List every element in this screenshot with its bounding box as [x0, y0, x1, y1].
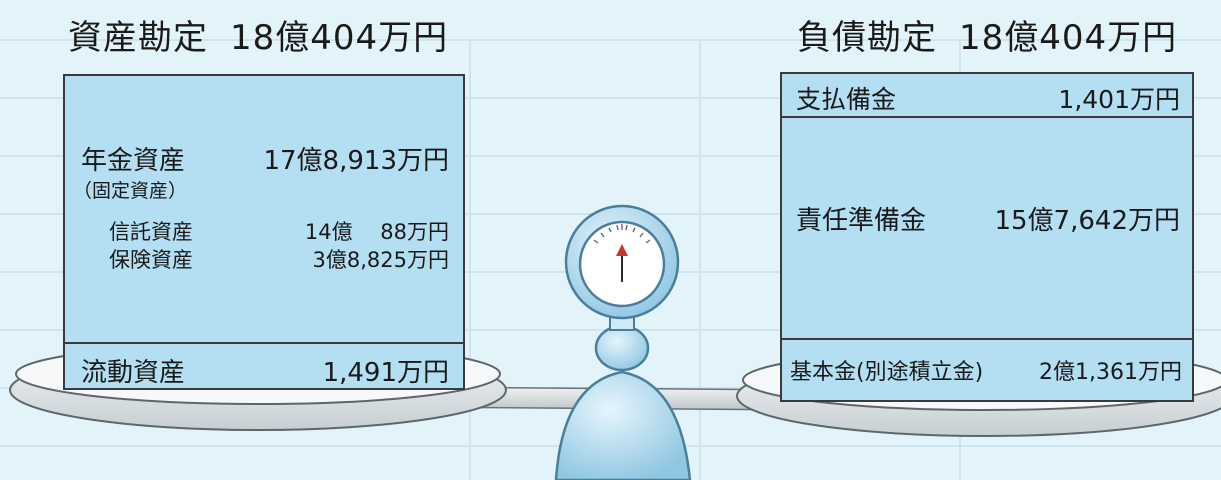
basic-fund-row: 基本金(別途積立金) 2億1,361万円 — [782, 338, 1192, 402]
fixed-assets-note: （固定資産） — [73, 180, 188, 202]
payment-reserve-label: 支払備金 — [796, 85, 897, 114]
assets-account-heading: 資産勘定 18億404万円 — [68, 10, 448, 59]
current-assets-row: 流動資産 1,491万円 — [65, 342, 463, 390]
liabilities-account-total: 18億404万円 — [959, 18, 1178, 58]
assets-account-box: 年金資産 17億8,913万円 （固定資産） 信託資産 14億 88万円 保険資… — [63, 74, 465, 390]
insurance-assets-label: 保険資産 — [109, 248, 193, 272]
policy-reserve-row: 責任準備金 15億7,642万円 — [782, 200, 1192, 240]
pension-assets-value: 17億8,913万円 — [263, 146, 449, 176]
fixed-assets-note-row: （固定資産） — [65, 176, 463, 202]
insurance-assets-value: 3億8,825万円 — [312, 248, 449, 272]
payment-reserve-value: 1,401万円 — [1058, 85, 1180, 114]
trust-assets-label: 信託資産 — [109, 220, 193, 244]
pension-assets-row: 年金資産 17億8,913万円 — [65, 140, 463, 180]
policy-reserve-value: 15億7,642万円 — [994, 206, 1180, 236]
liabilities-account-title: 負債勘定 — [797, 18, 937, 58]
liabilities-account-heading: 負債勘定 18億404万円 — [797, 10, 1177, 59]
basic-fund-value: 2億1,361万円 — [1039, 360, 1182, 385]
current-assets-value: 1,491万円 — [322, 358, 449, 388]
gauge-dial-icon — [578, 220, 666, 308]
policy-reserve-label: 責任準備金 — [796, 206, 927, 236]
pension-assets-label: 年金資産 — [81, 146, 186, 176]
trust-assets-value: 14億 88万円 — [304, 220, 449, 244]
assets-account-total: 18億404万円 — [230, 18, 449, 58]
payment-reserve-row: 支払備金 1,401万円 — [782, 74, 1192, 118]
liabilities-account-box: 支払備金 1,401万円 責任準備金 15億7,642万円 基本金(別途積立金)… — [780, 72, 1194, 402]
basic-fund-label: 基本金(別途積立金) — [790, 360, 984, 385]
current-assets-label: 流動資産 — [81, 358, 186, 388]
insurance-assets-row: 保険資産 3億8,825万円 — [65, 244, 463, 272]
trust-assets-row: 信託資産 14億 88万円 — [65, 216, 463, 244]
scale-figure — [554, 204, 692, 480]
assets-account-title: 資産勘定 — [68, 18, 208, 58]
